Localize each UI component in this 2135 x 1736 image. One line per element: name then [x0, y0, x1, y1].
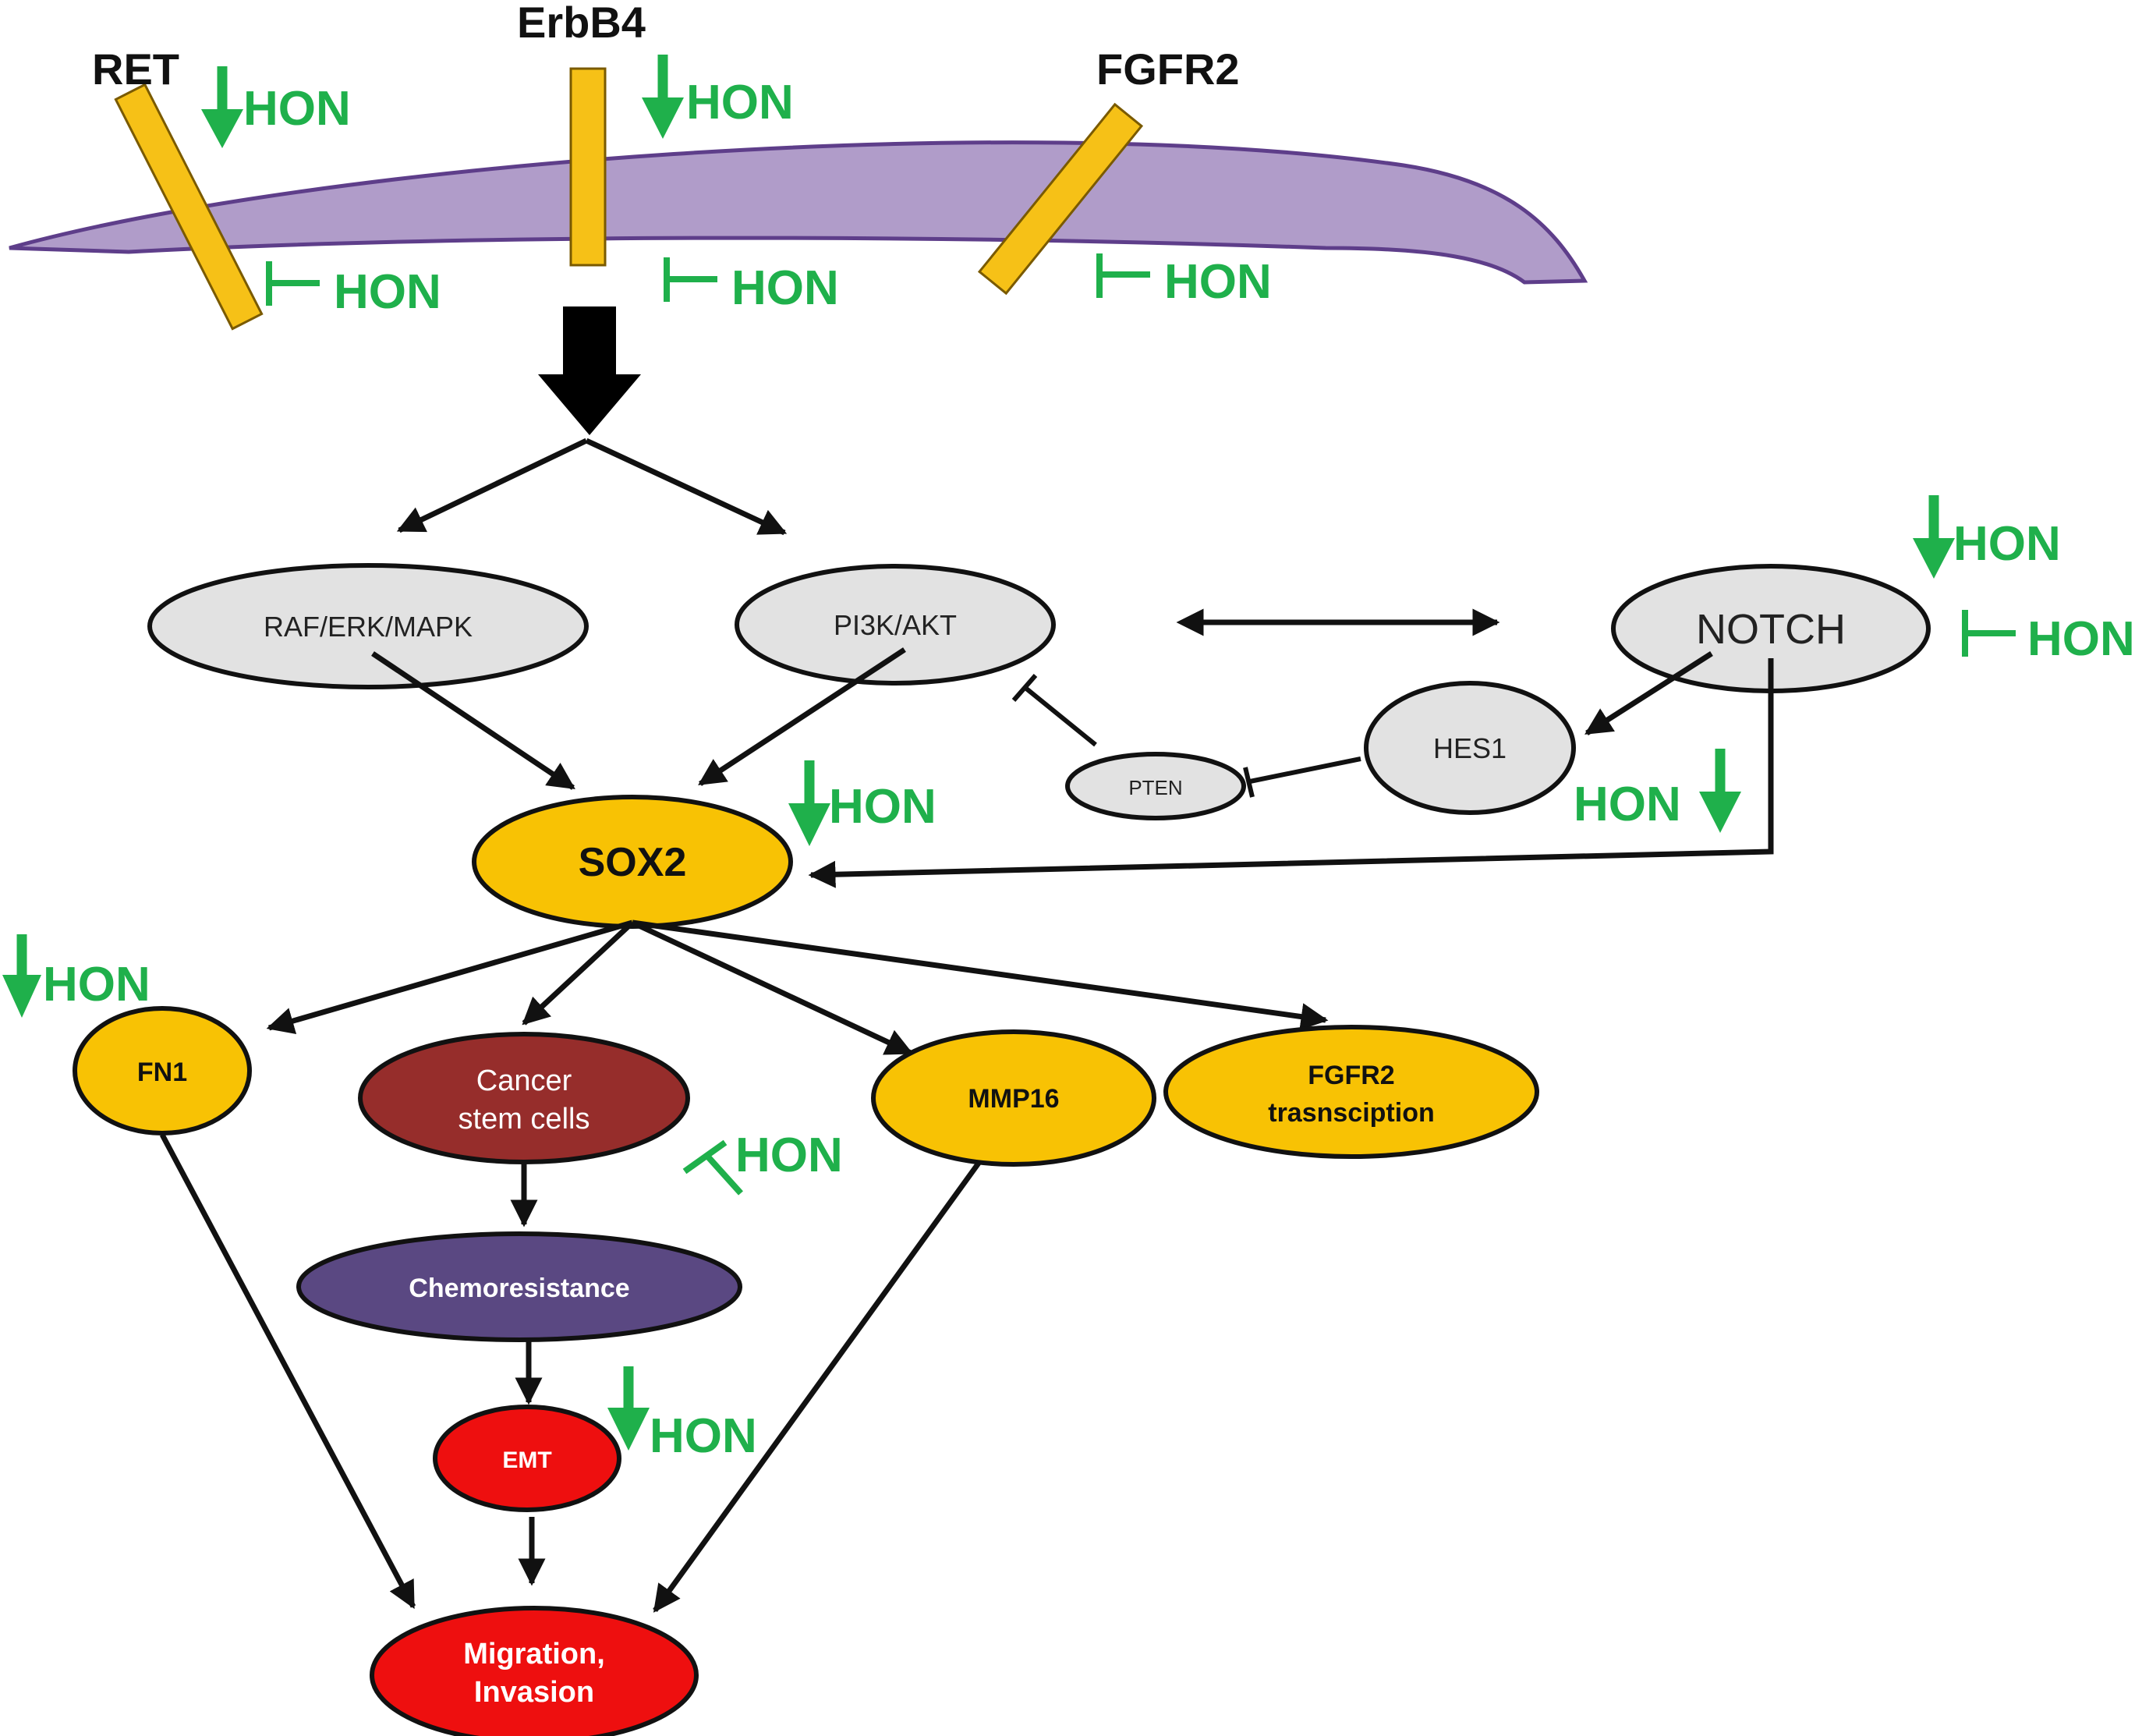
node-hes1: HES1: [1364, 681, 1576, 815]
hes1-label: HES1: [1433, 732, 1507, 764]
edge-sox2-csc: [522, 920, 635, 1026]
ret-receptor: [114, 83, 264, 331]
hon-label: HON: [650, 1409, 757, 1463]
node-fgfr2-transcription: FGFR2 trasnsciption: [1163, 1025, 1539, 1159]
sox2-hon-downregulation: HON: [788, 760, 936, 846]
node-emt: EMT: [433, 1405, 621, 1512]
fgfr2-tx-label-line2: trasnsciption: [1268, 1098, 1434, 1128]
edge-notch-hes1: [1584, 651, 1713, 735]
raf-erk-mapk-label: RAF/ERK/MAPK: [264, 611, 473, 643]
node-mmp16: MMP16: [871, 1029, 1156, 1167]
hon-label: HON: [2027, 612, 2135, 666]
green-inhibit-icon: [682, 1139, 743, 1196]
node-pten: PTEN: [1065, 752, 1246, 820]
node-notch: NOTCH: [1611, 564, 1931, 693]
fgfr2-label: FGFR2: [1096, 44, 1240, 94]
edge-to-raf: [396, 438, 588, 533]
hon-label: HON: [829, 780, 936, 834]
green-inhibit-icon: [1096, 253, 1150, 298]
fgfr2-hon-inhibition: HON: [1096, 253, 1272, 309]
hon-label: HON: [686, 76, 794, 129]
edge-raf-sox2: [371, 651, 575, 790]
node-pi3k-akt: PI3K/AKT: [735, 564, 1056, 686]
edge-hes1-inhibits-pten: [1243, 756, 1361, 798]
erbb4-receptor: [569, 67, 607, 267]
csc-label-line1: Cancer: [476, 1065, 572, 1097]
fn1-label: FN1: [137, 1058, 187, 1087]
edge-fn1-migration: [159, 1133, 416, 1610]
mmp16-label: MMP16: [968, 1084, 1059, 1114]
ret-label: RET: [92, 44, 179, 94]
emt-label: EMT: [502, 1447, 551, 1473]
hon-label: HON: [731, 261, 839, 315]
node-fn1: FN1: [73, 1006, 252, 1135]
sox2-label: SOX2: [579, 840, 687, 885]
csc-hon-inhibition: HON: [682, 1128, 843, 1196]
edge-pten-inhibits-pi3k: [1011, 674, 1097, 747]
ret-hon-downregulation: HON: [201, 66, 351, 148]
hon-label: HON: [1953, 517, 2061, 571]
green-inhibit-icon: [664, 257, 717, 302]
edge-sox2-mmp16: [631, 919, 914, 1056]
migration-label-line1: Migration,: [463, 1638, 605, 1670]
hon-label: HON: [334, 265, 441, 319]
edge-mmp16-migration: [653, 1160, 982, 1613]
cell-membrane: [9, 140, 1588, 285]
node-raf-erk-mapk: RAF/ERK/MAPK: [147, 563, 589, 689]
green-inhibit-icon: [266, 261, 320, 306]
pi3k-akt-label: PI3K/AKT: [834, 609, 957, 641]
edge-notch-sox2: [808, 658, 1774, 888]
node-sox2: SOX2: [472, 795, 793, 929]
edge-sox2-fgfr2tx: [632, 919, 1329, 1030]
hon-label: HON: [1574, 778, 1681, 831]
fn1-hon-downregulation: HON: [2, 934, 150, 1018]
csc-label-line2: stem cells: [459, 1103, 590, 1135]
edge-to-pi3k: [585, 438, 788, 536]
fgfr2-tx-label-line1: FGFR2: [1308, 1061, 1394, 1090]
emt-hon-downregulation: HON: [607, 1366, 757, 1463]
hon-label: HON: [243, 82, 351, 136]
hon-label: HON: [1164, 255, 1272, 309]
node-chemoresistance: Chemoresistance: [296, 1231, 742, 1342]
hes1-hon-downregulation: HON: [1574, 749, 1741, 833]
chemoresistance-label: Chemoresistance: [409, 1274, 629, 1303]
edge-pi3k-sox2: [698, 647, 906, 786]
green-inhibit-icon: [1962, 610, 2016, 657]
erbb4-label: ErbB4: [517, 0, 646, 47]
ret-hon-inhibition: HON: [266, 261, 441, 319]
edge-sox2-fn1: [266, 919, 633, 1035]
fgfr2-receptor: [977, 102, 1144, 296]
notch-hon-inhibition: HON: [1962, 610, 2135, 666]
erbb4-hon-inhibition: HON: [664, 257, 839, 315]
hon-label: HON: [43, 958, 150, 1011]
migration-label-line2: Invasion: [474, 1676, 594, 1709]
node-cancer-stem-cells: Cancer stem cells: [358, 1032, 690, 1164]
node-migration-invasion: Migration, Invasion: [370, 1606, 699, 1736]
notch-label: NOTCH: [1696, 606, 1846, 653]
notch-hon-downregulation: HON: [1913, 495, 2061, 579]
hon-label: HON: [735, 1128, 843, 1182]
erbb4-hon-downregulation: HON: [642, 55, 794, 139]
pten-label: PTEN: [1128, 776, 1182, 799]
signal-down-arrow-icon: [538, 306, 641, 435]
